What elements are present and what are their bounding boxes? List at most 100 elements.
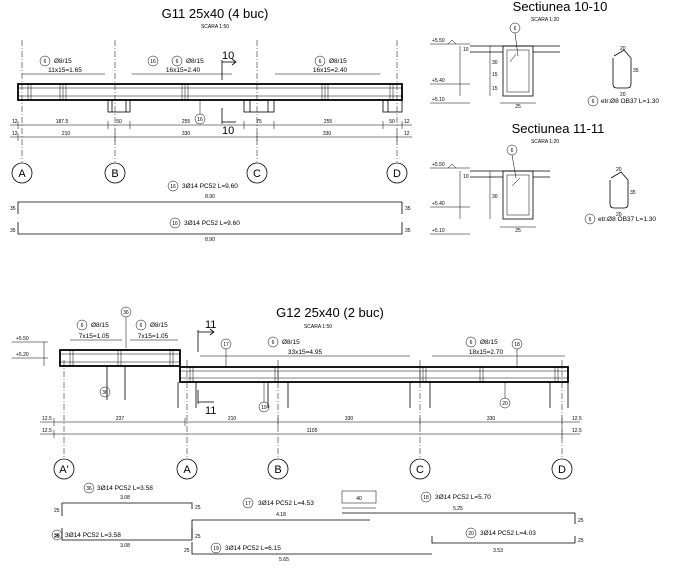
- svg-text:+5.10: +5.10: [432, 228, 445, 234]
- svg-text:4.18: 4.18: [276, 512, 286, 518]
- svg-text:+5.50: +5.50: [432, 38, 445, 44]
- g11-scale: SCARA 1:50: [201, 24, 229, 30]
- svg-text:20: 20: [468, 531, 474, 537]
- svg-text:10: 10: [463, 174, 469, 180]
- svg-text:36: 36: [54, 533, 60, 539]
- svg-text:6: 6: [514, 26, 517, 32]
- svg-text:3Ø14 PC52 L=3.58: 3Ø14 PC52 L=3.58: [97, 485, 153, 492]
- g12-axis-A-prime: A': [53, 360, 75, 480]
- svg-text:Ø8/15: Ø8/15: [329, 58, 347, 65]
- svg-text:11: 11: [205, 405, 216, 417]
- svg-text:etr.Ø8 OB37 L=1.30: etr.Ø8 OB37 L=1.30: [601, 98, 659, 105]
- g12-mark-20: 20: [499, 382, 511, 409]
- svg-text:A: A: [183, 464, 191, 476]
- sec10-section: 6 +5.50 +5.40 +5.10 10 30 15 15 25: [430, 22, 560, 110]
- g12-scale: SCARA 1:50: [304, 324, 332, 330]
- svg-text:+5.40: +5.40: [432, 78, 445, 84]
- g11-axis-A: A: [11, 40, 33, 184]
- svg-text:36: 36: [86, 486, 92, 492]
- svg-text:6: 6: [176, 59, 179, 65]
- svg-text:25: 25: [54, 534, 60, 540]
- svg-text:35: 35: [405, 206, 411, 212]
- svg-text:C: C: [253, 168, 261, 180]
- svg-text:Ø8/15: Ø8/15: [150, 322, 168, 329]
- svg-text:210: 210: [228, 416, 237, 422]
- g11-title: G11 25x40 (4 buc): [162, 6, 269, 21]
- svg-text:16x15=2.40: 16x15=2.40: [313, 67, 348, 74]
- svg-text:8.90: 8.90: [205, 194, 215, 200]
- svg-text:330: 330: [182, 131, 191, 137]
- g12-section-cut-11: 11 11: [197, 319, 216, 417]
- g12-mark-19: 19: [258, 382, 270, 413]
- svg-text:30: 30: [492, 194, 498, 200]
- svg-text:36: 36: [123, 310, 129, 316]
- g12-level-marks: +5.50 +5.20: [12, 336, 48, 366]
- svg-text:19: 19: [261, 405, 267, 411]
- g12-mark-36-top: 36: [120, 306, 132, 348]
- svg-text:255: 255: [324, 119, 333, 125]
- svg-text:35: 35: [10, 206, 16, 212]
- svg-text:10: 10: [463, 47, 469, 53]
- svg-text:3Ø14 PC52 L=4.03: 3Ø14 PC52 L=4.03: [480, 530, 536, 537]
- svg-text:25: 25: [195, 505, 201, 511]
- svg-text:D: D: [558, 464, 566, 476]
- svg-text:50: 50: [389, 119, 395, 125]
- svg-text:6: 6: [592, 99, 595, 105]
- svg-text:+5.10: +5.10: [432, 97, 445, 103]
- g12-bar-19: 19 3Ø14 PC52 L=6.15 5.65 25: [184, 542, 432, 563]
- svg-text:20: 20: [502, 401, 508, 407]
- svg-text:11x15=1.65: 11x15=1.65: [48, 67, 82, 74]
- svg-text:5.65: 5.65: [279, 557, 289, 563]
- svg-text:35: 35: [405, 228, 411, 234]
- svg-text:6: 6: [81, 323, 84, 329]
- svg-text:20: 20: [616, 167, 622, 173]
- svg-text:8.90: 8.90: [205, 237, 215, 243]
- sec11-section: 6 +5.50 +5.40 +5.10 10 30 25: [430, 144, 550, 235]
- svg-text:75: 75: [256, 119, 262, 125]
- sec11-stirrup-shape: 20 35 20 6 etr.Ø8 OB37 L=1.30: [584, 167, 656, 225]
- svg-text:3Ø14 PC52 L=4.53: 3Ø14 PC52 L=4.53: [258, 500, 314, 507]
- svg-text:25: 25: [515, 104, 521, 110]
- svg-text:25: 25: [578, 518, 584, 524]
- g12-beam-elevation: [59, 349, 569, 408]
- svg-text:7x15=1.05: 7x15=1.05: [138, 333, 169, 340]
- svg-text:Ø8/15: Ø8/15: [186, 58, 204, 65]
- g12-dimension-row-2: 12.5 1105 12.5: [40, 428, 582, 438]
- g12-bar-20: 20 3Ø14 PC52 L=4.03 3.53 25: [431, 527, 584, 554]
- svg-text:B: B: [111, 168, 118, 180]
- svg-text:etr.Ø8 OB37 L=1.30: etr.Ø8 OB37 L=1.30: [598, 216, 656, 223]
- svg-text:20: 20: [620, 46, 626, 52]
- g12-stirrup-group-4: 6 Ø8/15 18x15=2.70: [432, 336, 565, 357]
- svg-text:10: 10: [222, 125, 234, 137]
- g12-bar-17: 17 3Ø14 PC52 L=4.53 4.18: [191, 497, 370, 538]
- svg-text:12.5: 12.5: [572, 416, 582, 422]
- svg-text:12.5: 12.5: [572, 428, 582, 434]
- svg-text:6: 6: [589, 217, 592, 223]
- svg-text:18x15=2.70: 18x15=2.70: [469, 349, 504, 356]
- svg-text:330: 330: [323, 131, 332, 137]
- svg-text:1105: 1105: [307, 428, 318, 434]
- g11-bar-top-detail: 16 3Ø14 PC52 L=9.60 8.90 35 35: [10, 180, 411, 214]
- svg-text:3.53: 3.53: [493, 548, 503, 554]
- g12-mark-36-inner: 36: [99, 386, 111, 398]
- svg-text:6: 6: [319, 59, 322, 65]
- g12-bar-36-bottom: 36 3Ø14 PC52 L=3.58 3.08 25 25: [51, 528, 201, 549]
- svg-text:210: 210: [62, 131, 71, 137]
- g12-bar-overlap: 40: [341, 490, 377, 509]
- sec11-title: Sectiunea 11-11: [512, 121, 605, 136]
- svg-text:15: 15: [492, 86, 498, 92]
- svg-text:330: 330: [487, 416, 496, 422]
- svg-text:36: 36: [102, 390, 108, 396]
- g11-dimension-row-2: 12 210 330 330 12: [10, 131, 412, 141]
- svg-text:A': A': [59, 464, 68, 476]
- svg-text:17: 17: [245, 501, 251, 507]
- svg-text:25: 25: [515, 228, 521, 234]
- svg-text:6: 6: [44, 59, 47, 65]
- svg-text:12: 12: [404, 131, 410, 137]
- svg-text:3Ø14 PC52 L=9.60: 3Ø14 PC52 L=9.60: [184, 220, 240, 227]
- svg-text:5.25: 5.25: [453, 506, 463, 512]
- svg-text:3.08: 3.08: [120, 543, 130, 549]
- svg-text:20: 20: [620, 92, 626, 98]
- svg-text:35: 35: [10, 228, 16, 234]
